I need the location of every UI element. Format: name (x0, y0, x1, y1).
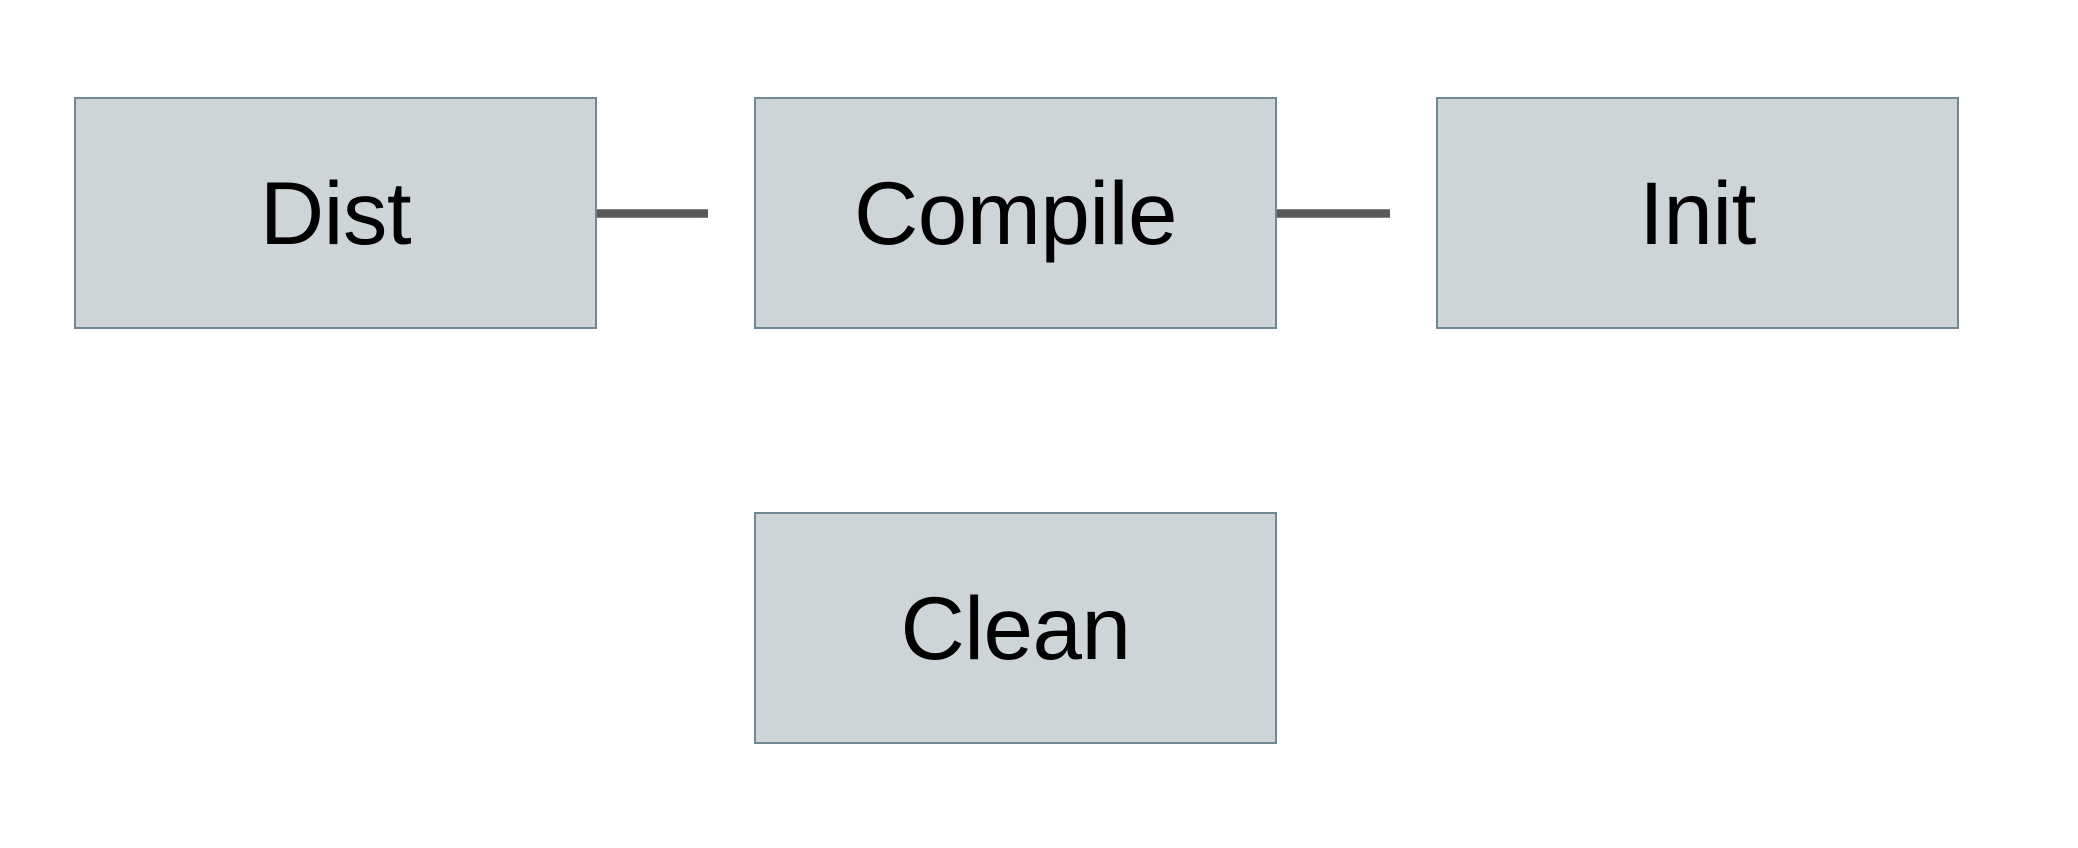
node-compile[interactable]: Compile (754, 97, 1277, 329)
edge-compile-init-hitbox[interactable] (1277, 191, 1436, 235)
node-dist-label: Dist (259, 162, 412, 263)
node-clean-label: Clean (900, 577, 1131, 678)
node-clean[interactable]: Clean (754, 512, 1277, 744)
edge-dist-compile-hitbox[interactable] (597, 191, 754, 235)
node-dist[interactable]: Dist (74, 97, 597, 329)
node-init[interactable]: Init (1436, 97, 1959, 329)
node-compile-label: Compile (854, 162, 1177, 263)
node-init-label: Init (1639, 162, 1756, 263)
